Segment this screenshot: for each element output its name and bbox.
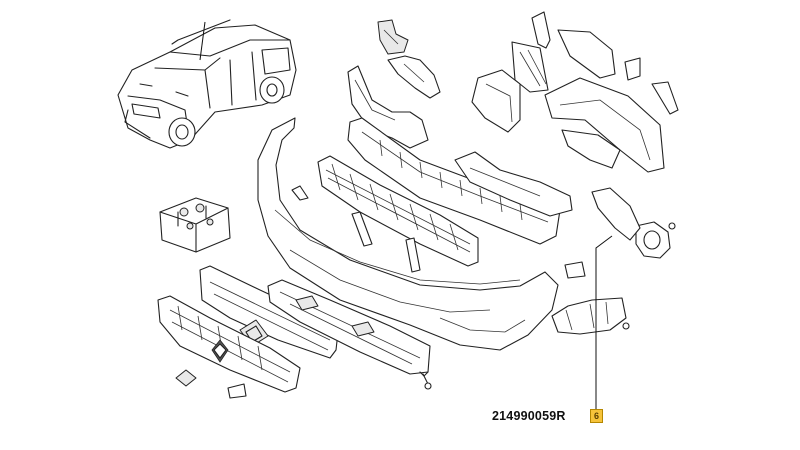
- callout-leader-line: [595, 235, 613, 410]
- diamond-logo-icon: [211, 339, 229, 363]
- fog-lamp-bezel-right: [635, 221, 676, 259]
- lower-grille: [317, 155, 479, 273]
- screw-icon: [419, 371, 432, 390]
- vehicle-icon: [117, 19, 297, 149]
- fastener-kit-icon: [159, 197, 231, 253]
- impact-absorber-lower: [454, 151, 573, 217]
- callout-badge[interactable]: 6: [590, 409, 603, 423]
- bumper-shell: [257, 117, 586, 351]
- clip-left: [175, 369, 197, 387]
- bumper-side-guide: [551, 297, 630, 335]
- main-grille: [157, 295, 301, 399]
- side-support-bracket: [591, 187, 641, 241]
- side-absorber-right: [544, 77, 665, 173]
- upper-bracket-right: [511, 11, 551, 93]
- part-number-label: 214990059R: [492, 409, 566, 423]
- upper-bracket-mid: [387, 55, 441, 99]
- upper-bracket-left: [377, 19, 409, 55]
- upper-grille: [199, 265, 339, 359]
- impact-beam: [347, 117, 561, 245]
- upper-bracket-far: [557, 29, 679, 115]
- side-bracket-left: [471, 69, 521, 133]
